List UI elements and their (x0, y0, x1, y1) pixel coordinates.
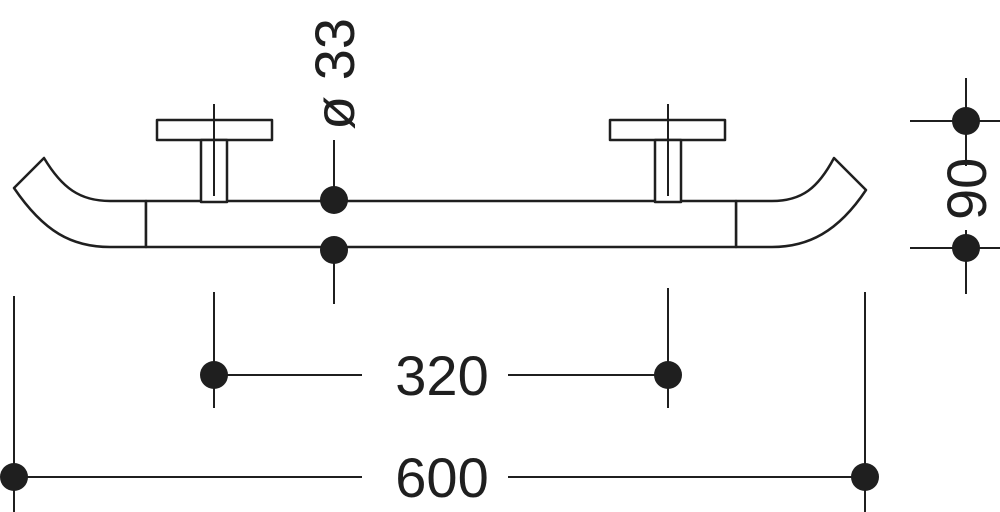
overall-length-dot-left (0, 463, 28, 491)
diameter-dot-bottom (320, 236, 348, 264)
overall-length-dimension: 600 (0, 292, 879, 512)
projection-dot-top (952, 107, 980, 135)
center-distance-label: 320 (395, 344, 488, 407)
diameter-dot-top (320, 186, 348, 214)
diameter-label: ø 33 (303, 18, 366, 130)
center-distance-dot-right (654, 361, 682, 389)
bar-right-end (734, 156, 868, 249)
bar-left-end (12, 156, 148, 249)
center-distance-dot-left (200, 361, 228, 389)
projection-dot-bottom (952, 234, 980, 262)
grab-bar (12, 156, 868, 249)
overall-length-label: 600 (395, 446, 488, 509)
projection-dimension: 90 (910, 78, 1000, 294)
projection-label: 90 (935, 158, 998, 220)
bar-middle (144, 199, 738, 249)
diameter-dimension: ø 33 (303, 18, 366, 304)
center-distance-dimension: 320 (200, 288, 682, 408)
left-bracket (155, 104, 274, 204)
overall-length-dot-right (851, 463, 879, 491)
right-bracket (608, 104, 727, 204)
